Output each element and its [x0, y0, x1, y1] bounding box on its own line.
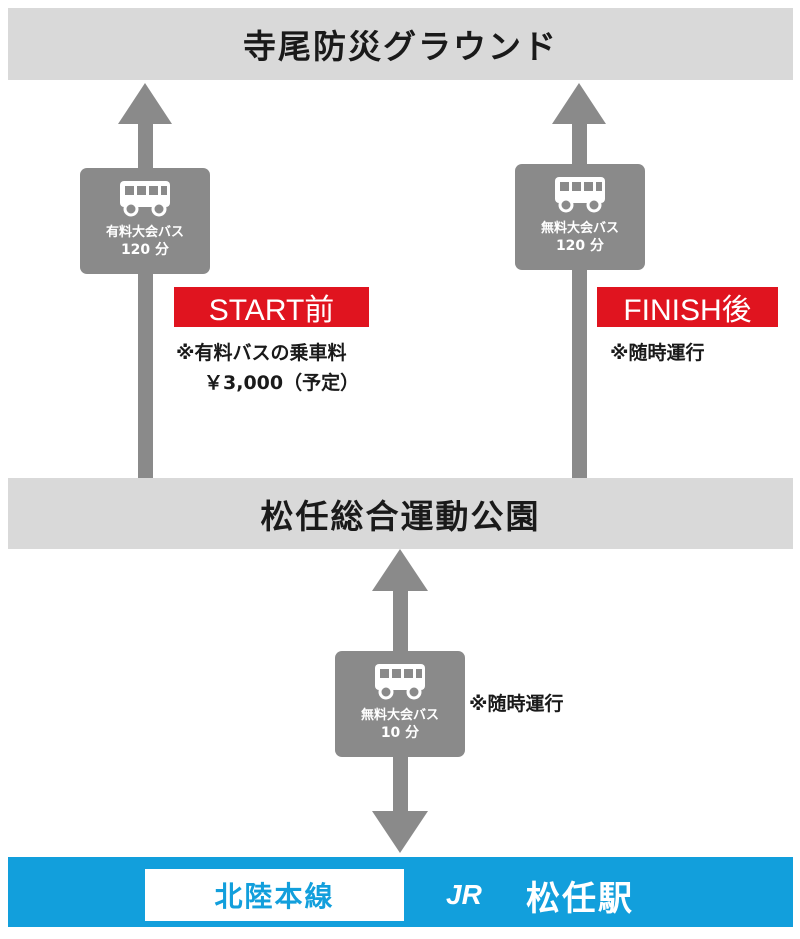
top-location-bar: 寺尾防災グラウンド: [8, 8, 793, 80]
left-up-arrow: [118, 83, 172, 478]
bus-icon: [555, 177, 605, 213]
right-service-note: ※随時運行: [610, 342, 705, 364]
bottom-service-note: ※随時運行: [469, 693, 564, 715]
bottom-bus-name: 無料大会バス: [360, 708, 439, 723]
line-name-box: 北陸本線: [145, 869, 404, 921]
jr-logo-text: JR: [446, 879, 482, 910]
finish-tag-label: FINISH後: [623, 294, 752, 327]
middle-location-label: 松任総合運動公園: [260, 496, 541, 536]
top-location-label: 寺尾防災グラウンド: [243, 27, 558, 66]
left-bus-name: 有料大会バス: [105, 225, 184, 240]
station-name: 松任駅: [526, 868, 634, 922]
left-fare-note-line1: ※有料バスの乗車料: [176, 342, 347, 364]
right-bus-time: 120 分: [555, 238, 605, 254]
left-fare-note-line2: ￥3,000（予定）: [204, 372, 360, 394]
start-tag: START前: [174, 287, 369, 327]
right-bus-name: 無料大会バス: [540, 221, 619, 236]
middle-location-bar: 松任総合運動公園: [8, 478, 793, 549]
line-name: 北陸本線: [214, 880, 335, 913]
left-bus-time: 120 分: [120, 242, 170, 258]
start-tag-label: START前: [208, 294, 335, 327]
bus-icon: [375, 664, 425, 700]
bottom-bus-time: 10 分: [380, 725, 420, 741]
bus-icon: [120, 181, 170, 217]
finish-tag: FINISH後: [597, 287, 778, 327]
station-name-label: 松任駅: [526, 878, 634, 919]
left-bus-box: 有料大会バス 120 分: [80, 168, 210, 274]
jr-logo: JR: [446, 878, 504, 912]
bottom-bus-box: 無料大会バス 10 分: [335, 651, 465, 757]
right-bus-box: 無料大会バス 120 分: [515, 164, 645, 270]
right-up-arrow: [552, 83, 606, 478]
